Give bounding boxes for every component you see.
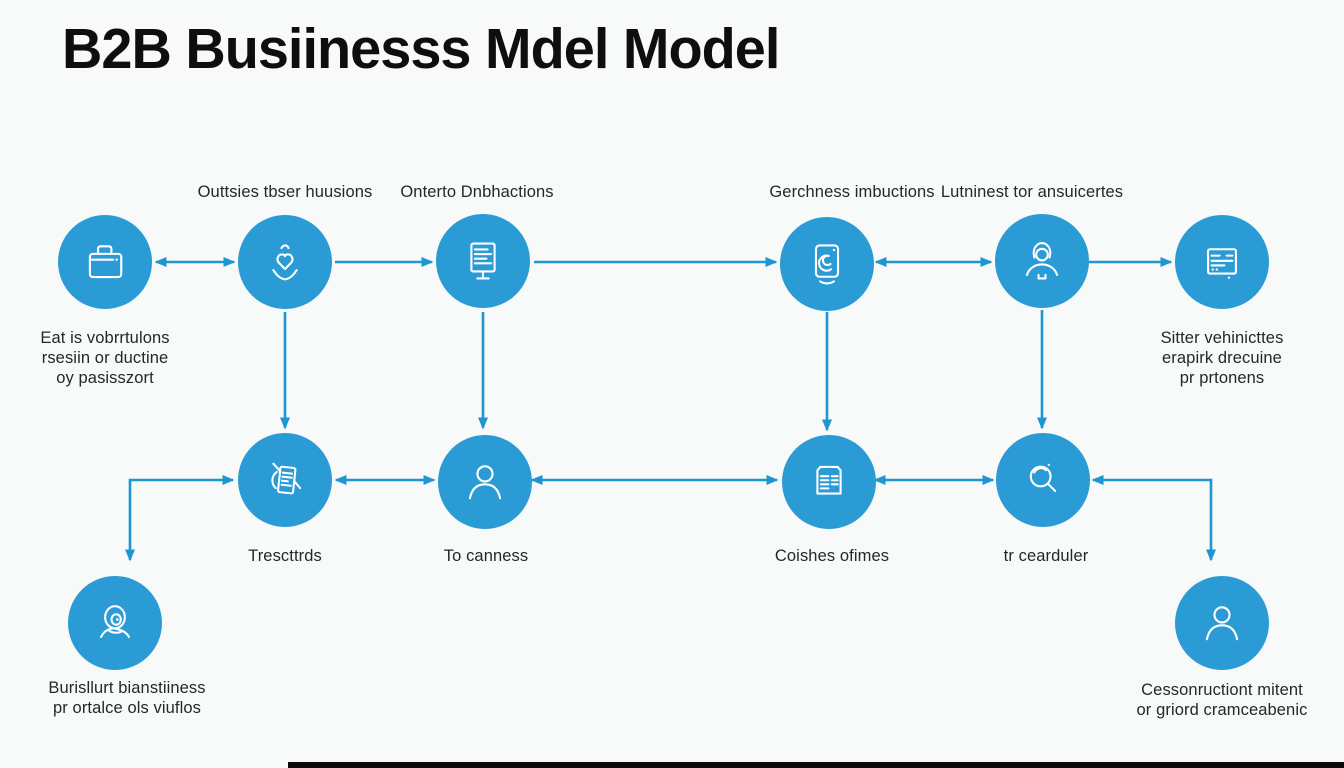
caption-line: pr ortalce ols viuflos — [52, 698, 201, 717]
label-mid-3: Coishes ofimes — [774, 547, 890, 565]
node-top-1 — [58, 215, 152, 309]
label-mid-1: Trescttrds — [248, 547, 322, 565]
node-mid-4 — [996, 433, 1090, 527]
node-mid-2 — [438, 435, 532, 529]
node-top-3 — [436, 214, 530, 308]
label-top-2: Outtsies tbser huusions — [197, 183, 373, 201]
user-icon — [1205, 606, 1239, 641]
caption-top-6: Sitter vehinicttes erapirk drecuine pr p… — [1111, 329, 1333, 388]
woman-user-icon — [1025, 241, 1059, 280]
caption-line: oy pasisszort — [56, 368, 154, 387]
caption-line: Cessonructiont mitent — [1141, 681, 1303, 699]
label-mid-4: tr cearduler — [1003, 547, 1089, 565]
caption-line: Eat is vobrrtulons — [40, 329, 170, 347]
node-bot-1 — [68, 576, 162, 670]
label-top-5: Lutninest tor ansuicertes — [940, 183, 1124, 201]
user-icon — [468, 465, 502, 500]
caption-line: pr prtonens — [1179, 368, 1265, 387]
list-document-icon — [816, 465, 842, 495]
caption-line: or griord cramceabenic — [1136, 700, 1308, 719]
node-top-4 — [780, 217, 874, 311]
node-top-5 — [995, 214, 1089, 308]
tablet-swirl-icon — [814, 244, 840, 285]
browser-card-icon — [1207, 248, 1237, 279]
label-mid-2: To canness — [443, 547, 529, 565]
node-top-6 — [1175, 215, 1269, 309]
node-top-2 — [238, 215, 332, 309]
caption-top-1: Eat is vobrrtulons rsesiin or ductine oy… — [5, 329, 205, 388]
headset-user-icon — [100, 605, 130, 638]
node-bot-2 — [1175, 576, 1269, 670]
sign-board-icon — [470, 242, 496, 280]
label-top-4: Gerchness imbuctions — [769, 183, 935, 201]
caption-line: rsesiin or ductine — [41, 348, 169, 367]
caption-bot-1: Burisllurt bianstiiness pr ortalce ols v… — [27, 679, 227, 719]
magnifier-icon — [1029, 463, 1057, 493]
node-mid-3 — [782, 435, 876, 529]
caption-line: erapirk drecuine — [1162, 348, 1282, 367]
briefcase-icon — [88, 245, 123, 279]
node-mid-1 — [238, 433, 332, 527]
clipboard-pencil-icon — [271, 462, 302, 495]
caption-line: Burisllurt bianstiiness — [48, 679, 206, 697]
page-title: B2B Busiinesss Mdel Model — [62, 17, 780, 81]
hands-care-icon — [272, 244, 298, 281]
caption-bot-2: Cessonructiont mitent or griord cramceab… — [1111, 681, 1333, 721]
label-top-3: Onterto Dnbhactions — [400, 183, 554, 201]
bottom-edge-bar — [288, 762, 1344, 768]
caption-line: Sitter vehinicttes — [1160, 329, 1284, 347]
